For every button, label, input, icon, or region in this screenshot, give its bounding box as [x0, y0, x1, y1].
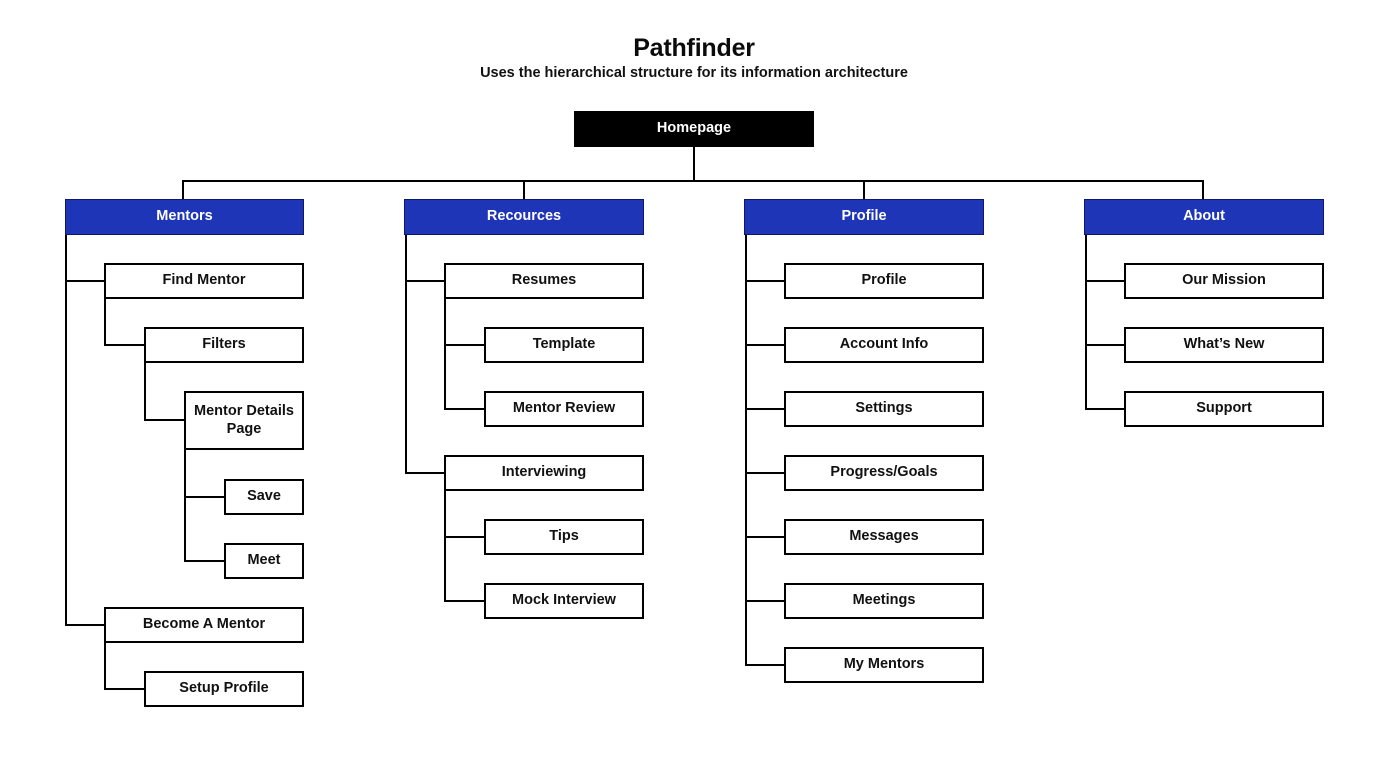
connector-resumes-spine [444, 299, 446, 409]
page-node-save[interactable]: Save [224, 479, 304, 515]
page-node-mock-interview[interactable]: Mock Interview [484, 583, 644, 619]
page-node-messages[interactable]: Messages [784, 519, 984, 555]
connector-about-stub-2 [1085, 344, 1124, 346]
connector-find-stub-filters [104, 344, 144, 346]
section-node-profile[interactable]: Profile [744, 199, 984, 235]
connector-resumes-stub-template [444, 344, 484, 346]
connector-profile-stub-3 [745, 408, 784, 410]
connector-profile-stub-7 [745, 664, 784, 666]
connector-recources-stub-interview [405, 472, 444, 474]
connector-find-spine [104, 299, 106, 345]
page-node-what-s-new[interactable]: What’s New [1124, 327, 1324, 363]
section-node-about[interactable]: About [1084, 199, 1324, 235]
page-node-progress-goals[interactable]: Progress/Goals [784, 455, 984, 491]
page-node-meetings[interactable]: Meetings [784, 583, 984, 619]
connector-about-spine [1085, 235, 1087, 409]
connector-recources-spine [405, 235, 407, 473]
section-node-mentors[interactable]: Mentors [65, 199, 304, 235]
connector-resumes-stub-review [444, 408, 484, 410]
page-node-mentor-review[interactable]: Mentor Review [484, 391, 644, 427]
page-node-support[interactable]: Support [1124, 391, 1324, 427]
connector-profile-stub-2 [745, 344, 784, 346]
connector-details-stub-meet [184, 560, 224, 562]
connector-details-stub-save [184, 496, 224, 498]
section-node-recources[interactable]: Recources [404, 199, 644, 235]
connector-about-stub-1 [1085, 280, 1124, 282]
connector-about-stub-3 [1085, 408, 1124, 410]
page-node-meet[interactable]: Meet [224, 543, 304, 579]
connector-mentors-stub-find [65, 280, 104, 282]
page-node-become-a-mentor[interactable]: Become A Mentor [104, 607, 304, 643]
page-node-profile[interactable]: Profile [784, 263, 984, 299]
connector-mentors-stub-become [65, 624, 104, 626]
page-node-setup-profile[interactable]: Setup Profile [144, 671, 304, 707]
page-title: Pathfinder [633, 34, 755, 62]
connector-drop-mentors [182, 180, 184, 199]
page-node-mentor-details-page[interactable]: Mentor Details Page [184, 391, 304, 450]
connector-interview-stub-tips [444, 536, 484, 538]
page-node-template[interactable]: Template [484, 327, 644, 363]
page-node-my-mentors[interactable]: My Mentors [784, 647, 984, 683]
connector-details-spine [184, 450, 186, 561]
connector-filters-spine [144, 363, 146, 420]
connector-become-stub-setup [104, 688, 144, 690]
page-subtitle: Uses the hierarchical structure for its … [480, 65, 908, 81]
connector-root-bus [182, 180, 1203, 182]
page-node-our-mission[interactable]: Our Mission [1124, 263, 1324, 299]
connector-interview-spine [444, 491, 446, 601]
connector-drop-about [1202, 180, 1204, 199]
connector-filters-stub-details [144, 419, 184, 421]
connector-mentors-spine [65, 235, 67, 625]
connector-drop-recources [523, 180, 525, 199]
connector-profile-spine [745, 235, 747, 665]
root-node-homepage[interactable]: Homepage [574, 111, 814, 147]
connector-drop-profile [863, 180, 865, 199]
page-node-tips[interactable]: Tips [484, 519, 644, 555]
connector-recources-stub-resumes [405, 280, 444, 282]
connector-profile-stub-4 [745, 472, 784, 474]
page-node-account-info[interactable]: Account Info [784, 327, 984, 363]
connector-interview-stub-mock [444, 600, 484, 602]
page-node-settings[interactable]: Settings [784, 391, 984, 427]
page-node-interviewing[interactable]: Interviewing [444, 455, 644, 491]
connector-become-spine [104, 643, 106, 689]
page-node-resumes[interactable]: Resumes [444, 263, 644, 299]
page-node-find-mentor[interactable]: Find Mentor [104, 263, 304, 299]
connector-profile-stub-1 [745, 280, 784, 282]
page-node-filters[interactable]: Filters [144, 327, 304, 363]
connector-root-stem [693, 147, 695, 181]
connector-profile-stub-5 [745, 536, 784, 538]
connector-profile-stub-6 [745, 600, 784, 602]
